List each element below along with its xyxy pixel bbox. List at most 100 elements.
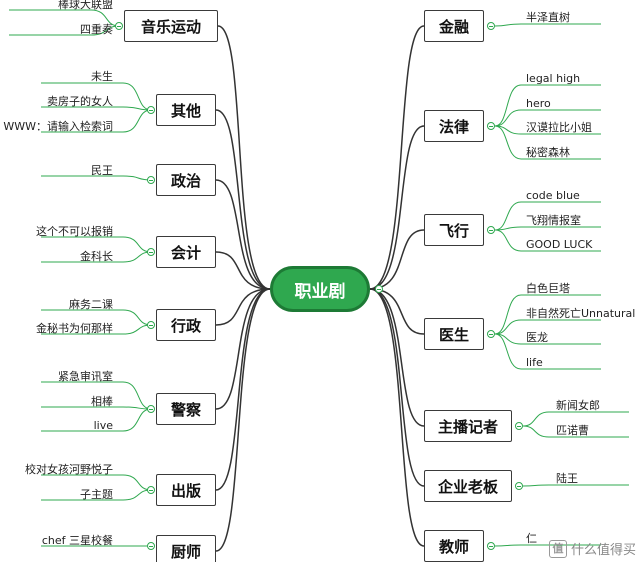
branch-connector — [215, 109, 271, 290]
collapse-toggle[interactable] — [115, 22, 123, 30]
leaf-item[interactable]: 相棒 — [91, 395, 113, 408]
collapse-toggle[interactable] — [487, 542, 495, 550]
branch-label: 行政 — [170, 316, 201, 335]
leaf-item[interactable]: 仁 — [526, 532, 537, 545]
leaf-connector — [494, 544, 601, 547]
leaf-connector — [494, 84, 601, 127]
leaf-item[interactable]: 校对女孩河野悦子 — [25, 463, 113, 476]
leaf-connector — [494, 319, 601, 335]
branch-music-sports[interactable]: 音乐运动 — [124, 10, 218, 42]
leaf-item[interactable]: 麻务二课 — [69, 298, 113, 311]
branch-label: 警察 — [170, 400, 201, 419]
leaf-connector — [522, 411, 629, 427]
leaf-item[interactable]: WWW：请输入检索词 — [3, 120, 113, 133]
branch-doctor[interactable]: 医生 — [424, 318, 484, 350]
collapse-toggle[interactable] — [487, 122, 495, 130]
branch-accounting[interactable]: 会计 — [156, 236, 216, 268]
branch-label: 出版 — [170, 481, 201, 500]
branch-aviation[interactable]: 飞行 — [424, 214, 484, 246]
watermark: 值 什么值得买 — [548, 539, 636, 558]
leaf-item[interactable]: 这个不可以报销 — [36, 225, 113, 238]
branch-police[interactable]: 警察 — [156, 393, 216, 425]
collapse-toggle[interactable] — [147, 106, 155, 114]
collapse-toggle[interactable] — [147, 176, 155, 184]
branch-label: 政治 — [170, 171, 201, 190]
leaf-connector — [494, 333, 601, 345]
collapse-toggle[interactable] — [487, 330, 495, 338]
branch-teacher[interactable]: 教师 — [424, 530, 484, 562]
root-node[interactable]: 职业剧 — [270, 266, 370, 312]
leaf-item[interactable]: 非自然死亡Unnatural — [526, 307, 636, 320]
site-logo-icon: 值 — [548, 539, 567, 558]
branch-anchor-reporter[interactable]: 主播记者 — [424, 410, 512, 442]
leaf-item[interactable]: chef 三星校餐 — [41, 534, 113, 547]
leaf-item[interactable]: 民王 — [91, 164, 113, 177]
collapse-toggle[interactable] — [487, 22, 495, 30]
leaf-item[interactable]: 医龙 — [526, 331, 548, 344]
branch-law[interactable]: 法律 — [424, 110, 484, 142]
branch-connector — [369, 288, 425, 427]
branch-connector — [369, 288, 425, 487]
leaf-item[interactable]: 陆王 — [556, 472, 578, 485]
leaf-item[interactable]: 金科长 — [80, 250, 113, 263]
branch-connector — [369, 125, 425, 290]
collapse-toggle[interactable] — [515, 482, 523, 490]
branch-other[interactable]: 其他 — [156, 94, 216, 126]
collapse-toggle[interactable] — [147, 321, 155, 329]
leaf-connector — [494, 226, 601, 231]
root-collapse-toggle[interactable] — [375, 285, 383, 293]
branch-connector — [215, 251, 271, 290]
collapse-toggle[interactable] — [515, 422, 523, 430]
leaf-item[interactable]: code blue — [526, 189, 580, 202]
branch-finance[interactable]: 金融 — [424, 10, 484, 42]
leaf-connector — [494, 294, 601, 335]
branch-label: 飞行 — [438, 221, 469, 240]
leaf-item[interactable]: live — [93, 419, 113, 432]
branch-publishing[interactable]: 出版 — [156, 474, 216, 506]
leaf-item[interactable]: 卖房子的女人 — [47, 95, 113, 108]
branch-connector — [215, 288, 271, 491]
branch-label: 企业老板 — [437, 477, 498, 496]
branch-connector — [215, 179, 271, 290]
leaf-item[interactable]: 匹诺曹 — [556, 424, 589, 437]
leaf-item[interactable]: 子主题 — [80, 488, 113, 501]
leaf-item[interactable]: 紧急审讯室 — [58, 370, 113, 383]
collapse-toggle[interactable] — [147, 542, 155, 550]
leaf-item[interactable]: 棒球大联盟 — [58, 0, 113, 11]
leaf-item[interactable]: 秘密森林 — [526, 146, 570, 159]
leaf-connector — [494, 125, 601, 135]
leaf-connector — [494, 229, 601, 252]
branch-administration[interactable]: 行政 — [156, 309, 216, 341]
branch-business-owner[interactable]: 企业老板 — [424, 470, 512, 502]
leaf-item[interactable]: 未生 — [91, 70, 113, 83]
branch-label: 法律 — [438, 117, 469, 136]
branch-label: 教师 — [438, 537, 469, 556]
collapse-toggle[interactable] — [147, 248, 155, 256]
leaf-item[interactable]: life — [526, 356, 543, 369]
branch-label: 会计 — [170, 243, 201, 262]
branch-label: 金融 — [438, 17, 469, 36]
branch-chef[interactable]: 厨师 — [156, 535, 216, 562]
leaf-item[interactable]: 金秘书为何那样 — [36, 322, 113, 335]
leaf-item[interactable]: hero — [526, 97, 551, 110]
leaf-connector — [494, 333, 601, 370]
branch-label: 主播记者 — [437, 417, 498, 436]
leaf-item[interactable]: 白色巨塔 — [526, 282, 570, 295]
branch-label: 音乐运动 — [140, 17, 201, 36]
leaf-item[interactable]: 新闻女郎 — [556, 399, 600, 412]
collapse-toggle[interactable] — [147, 405, 155, 413]
leaf-item[interactable]: 飞翔情报室 — [526, 214, 581, 227]
branch-label: 厨师 — [170, 542, 201, 561]
leaf-item[interactable]: legal high — [526, 72, 581, 85]
branch-politics[interactable]: 政治 — [156, 164, 216, 196]
branch-connector — [215, 288, 271, 410]
leaf-item[interactable]: GOOD LUCK — [526, 238, 593, 251]
leaf-item[interactable]: 汉谟拉比小姐 — [526, 121, 592, 134]
leaf-item[interactable]: 四重奏 — [80, 23, 113, 36]
leaf-item[interactable]: 半泽直树 — [526, 11, 570, 24]
leaf-connector — [494, 109, 601, 127]
collapse-toggle[interactable] — [487, 226, 495, 234]
branch-connector — [215, 288, 271, 552]
collapse-toggle[interactable] — [147, 486, 155, 494]
